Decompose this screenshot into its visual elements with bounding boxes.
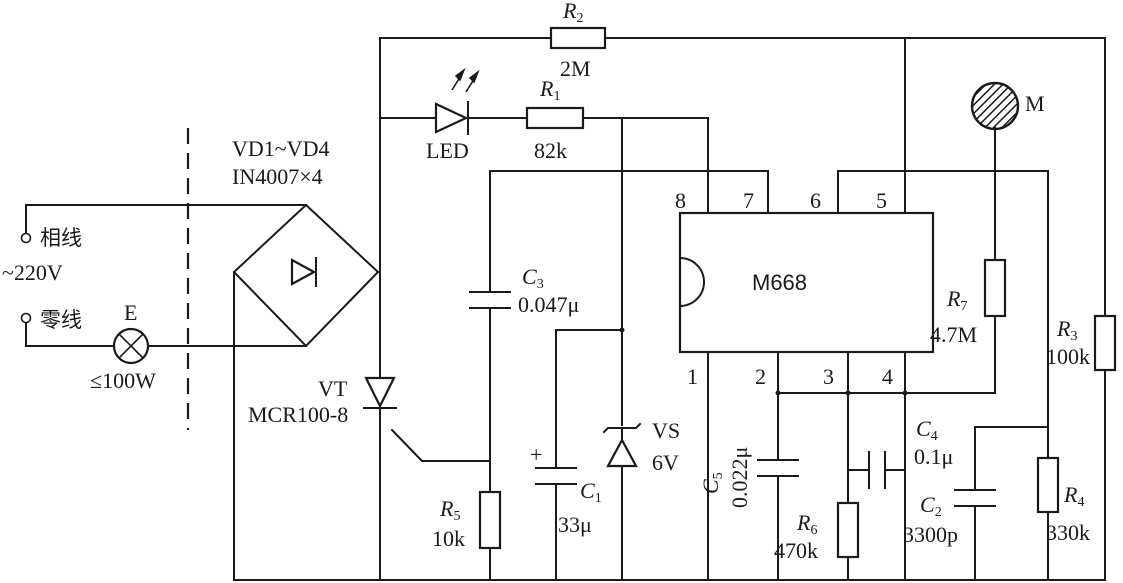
resistor-r6 xyxy=(836,501,860,559)
capacitor-c3 xyxy=(469,291,511,309)
capacitor-c4 xyxy=(868,451,886,489)
led-label: LED xyxy=(426,138,469,163)
lamp-rating: ≤100W xyxy=(90,368,156,393)
ic-name: M668 xyxy=(752,270,808,295)
r3-value: 100k xyxy=(1046,344,1090,369)
ic-pin-5: 5 xyxy=(876,188,887,213)
r6-value: 470k xyxy=(774,538,818,563)
r2-value: 2M xyxy=(560,56,591,81)
c4-value: 0.1μ xyxy=(914,444,954,469)
phase-line-label: 相线 xyxy=(40,226,82,250)
r6-label: R6 xyxy=(797,510,818,538)
resistor-r5 xyxy=(478,490,502,550)
c3-value: 0.047μ xyxy=(518,292,580,317)
touch-sensor-m xyxy=(970,81,1020,131)
c1-value: 33μ xyxy=(558,512,592,537)
scr-thyristor-vt xyxy=(363,376,397,419)
lamp-e xyxy=(112,327,150,365)
r3-label: R3 xyxy=(1057,316,1078,344)
ic-pin-7: 7 xyxy=(743,188,754,213)
c4-label: C4 xyxy=(916,416,938,444)
resistor-r7 xyxy=(983,258,1007,318)
ic-pin-8: 8 xyxy=(675,188,686,213)
c5-value: 0.022μ xyxy=(727,446,752,508)
bridge-label-1: VD1~VD4 xyxy=(232,136,330,161)
sensor-m-label: M xyxy=(1025,91,1045,116)
neutral-line-label: 零线 xyxy=(40,308,82,332)
c2-value: 3300p xyxy=(903,522,958,547)
r4-value: 330k xyxy=(1046,520,1090,545)
ic-pin-4: 4 xyxy=(882,364,893,389)
c3-label: C3 xyxy=(522,264,544,292)
vt-ref: VT xyxy=(318,376,348,401)
led-diode xyxy=(434,67,480,135)
capacitor-c2 xyxy=(954,489,996,507)
zener-diode-vs xyxy=(602,422,642,468)
neutral-terminal xyxy=(20,312,32,324)
capacitor-c5 xyxy=(757,459,799,477)
resistor-r3 xyxy=(1093,314,1117,372)
c5-label: C5 xyxy=(698,472,726,494)
r1-value: 82k xyxy=(534,138,567,163)
ic-pin-3: 3 xyxy=(823,364,834,389)
bridge-rectifier xyxy=(232,203,381,581)
r7-value: 4.7M xyxy=(930,322,978,347)
r5-value: 10k xyxy=(432,526,465,551)
c2-label: C2 xyxy=(920,492,942,520)
voltage-label: ~220V xyxy=(2,260,63,285)
junction-dots xyxy=(619,327,908,396)
vs-ref: VS xyxy=(652,418,681,443)
resistor-r2 xyxy=(549,26,607,50)
r1-label: R1 xyxy=(540,76,561,104)
r5-label: R5 xyxy=(440,496,461,524)
r7-label: R7 xyxy=(947,286,968,314)
resistor-r4 xyxy=(1036,456,1060,514)
ic-pin-2: 2 xyxy=(755,364,766,389)
c1-label: C1 xyxy=(580,478,602,506)
ac-input-wiring xyxy=(20,204,307,347)
phase-terminal xyxy=(20,232,32,244)
capacitor-c1 xyxy=(535,467,577,485)
bridge-label-2: IN4007×4 xyxy=(232,164,323,189)
resistor-r1 xyxy=(525,106,585,130)
ic-m668 xyxy=(678,211,935,354)
ic-pin-1: 1 xyxy=(687,364,698,389)
r4-label: R4 xyxy=(1064,482,1085,510)
main-wiring xyxy=(233,37,1106,581)
vs-value: 6V xyxy=(652,450,679,475)
r2-label: R2 xyxy=(563,0,584,26)
c1-plus: + xyxy=(530,442,543,467)
vt-part: MCR100-8 xyxy=(248,402,349,427)
ic-pin-6: 6 xyxy=(810,188,821,213)
lamp-ref: E xyxy=(124,300,138,325)
